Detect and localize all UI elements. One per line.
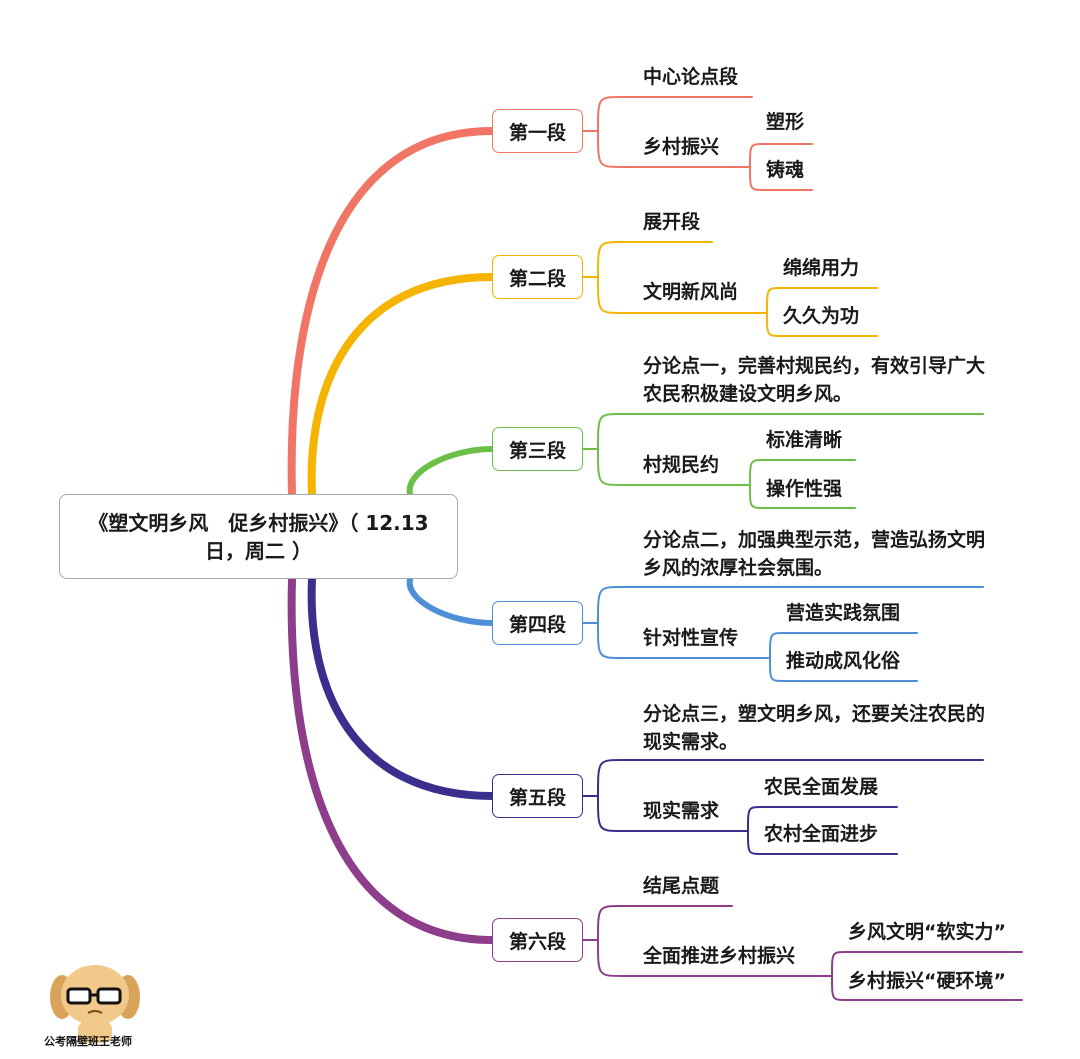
leaf-underline <box>749 143 813 168</box>
leaf-label[interactable]: 营造实践氛围 <box>786 602 901 624</box>
subtopic-label[interactable]: 村规民约 <box>643 454 720 476</box>
leaf-underline <box>749 166 813 191</box>
subtopic-underline <box>597 905 733 941</box>
branch-line-2 <box>307 273 496 498</box>
leaf-underline <box>747 830 898 855</box>
leaf-underline <box>769 632 918 659</box>
leaf-underline <box>747 806 898 832</box>
leaf-label[interactable]: 农民全面发展 <box>764 776 879 798</box>
subtopic-label[interactable]: 全面推进乡村振兴 <box>643 945 796 967</box>
leaf-underline <box>749 484 856 509</box>
subtopic-underline <box>597 413 984 450</box>
branch-line-6 <box>287 575 496 944</box>
subtopic-label[interactable]: 文明新风尚 <box>643 281 739 303</box>
root-topic[interactable]: 《塑文明乡风 促乡村振兴》（ 12.13日，周二 ） <box>59 494 458 579</box>
watermark-text: 公考隔壁班王老师 <box>44 1035 132 1048</box>
subtopic-underline <box>597 130 751 168</box>
subtopic-label[interactable]: 现实需求 <box>643 800 720 822</box>
branch-line-3 <box>406 446 495 497</box>
subtopic-underline <box>597 586 984 624</box>
section-node-5[interactable]: 第五段 <box>492 774 583 818</box>
subtopic-label[interactable]: 乡村振兴 <box>643 136 720 158</box>
subtopic-underline <box>597 276 768 314</box>
leaf-underline <box>766 287 878 314</box>
leaf-label[interactable]: 塑形 <box>766 111 805 133</box>
leaf-label[interactable]: 乡村振兴“硬环境” <box>848 970 1006 992</box>
subtopic-underline <box>597 622 771 659</box>
leaf-label[interactable]: 推动成风化俗 <box>786 650 901 672</box>
subtopic-label[interactable]: 分论点三，塑文明乡风，还要关注农民的现实需求。 <box>643 703 986 753</box>
subtopic-underline <box>597 448 751 486</box>
subtopic-label[interactable]: 结尾点题 <box>643 875 720 897</box>
leaf-label[interactable]: 绵绵用力 <box>783 257 860 279</box>
leaf-label[interactable]: 久久为功 <box>783 305 860 327</box>
subtopic-label[interactable]: 展开段 <box>643 211 701 233</box>
leaf-label[interactable]: 乡风文明“软实力” <box>848 921 1006 943</box>
subtopic-underline <box>597 241 713 278</box>
subtopic-label[interactable]: 分论点一，完善村规民约，有效引导广大农民积极建设文明乡风。 <box>643 355 986 405</box>
leaf-underline <box>769 657 918 682</box>
branch-line-1 <box>287 127 496 498</box>
subtopic-underline <box>597 96 753 132</box>
subtopic-underline <box>597 759 984 797</box>
leaf-label[interactable]: 操作性强 <box>766 478 843 500</box>
subtopic-label[interactable]: 中心论点段 <box>643 66 739 88</box>
section-node-4[interactable]: 第四段 <box>492 601 583 645</box>
leaf-underline <box>831 975 1023 1001</box>
leaf-label[interactable]: 铸魂 <box>766 159 805 181</box>
section-node-1[interactable]: 第一段 <box>492 109 583 153</box>
leaf-underline <box>831 951 1023 977</box>
section-node-2[interactable]: 第二段 <box>492 255 583 299</box>
subtopic-label[interactable]: 分论点二，加强典型示范，营造弘扬文明乡风的浓厚社会氛围。 <box>643 529 986 579</box>
branch-line-4 <box>406 576 495 626</box>
leaf-label[interactable]: 农村全面进步 <box>764 823 879 845</box>
leaf-underline <box>749 459 856 486</box>
branch-line-5 <box>307 575 496 800</box>
leaf-label[interactable]: 标准清晰 <box>766 429 843 451</box>
section-node-3[interactable]: 第三段 <box>492 427 583 471</box>
root-topic-label: 《塑文明乡风 促乡村振兴》（ 12.13日，周二 ） <box>88 510 429 563</box>
subtopic-underline <box>597 939 833 977</box>
cartoon-dog-logo <box>50 965 140 1043</box>
section-node-6[interactable]: 第六段 <box>492 918 583 962</box>
leaf-underline <box>766 312 878 337</box>
subtopic-underline <box>597 795 749 832</box>
subtopic-label[interactable]: 针对性宣传 <box>643 627 739 649</box>
